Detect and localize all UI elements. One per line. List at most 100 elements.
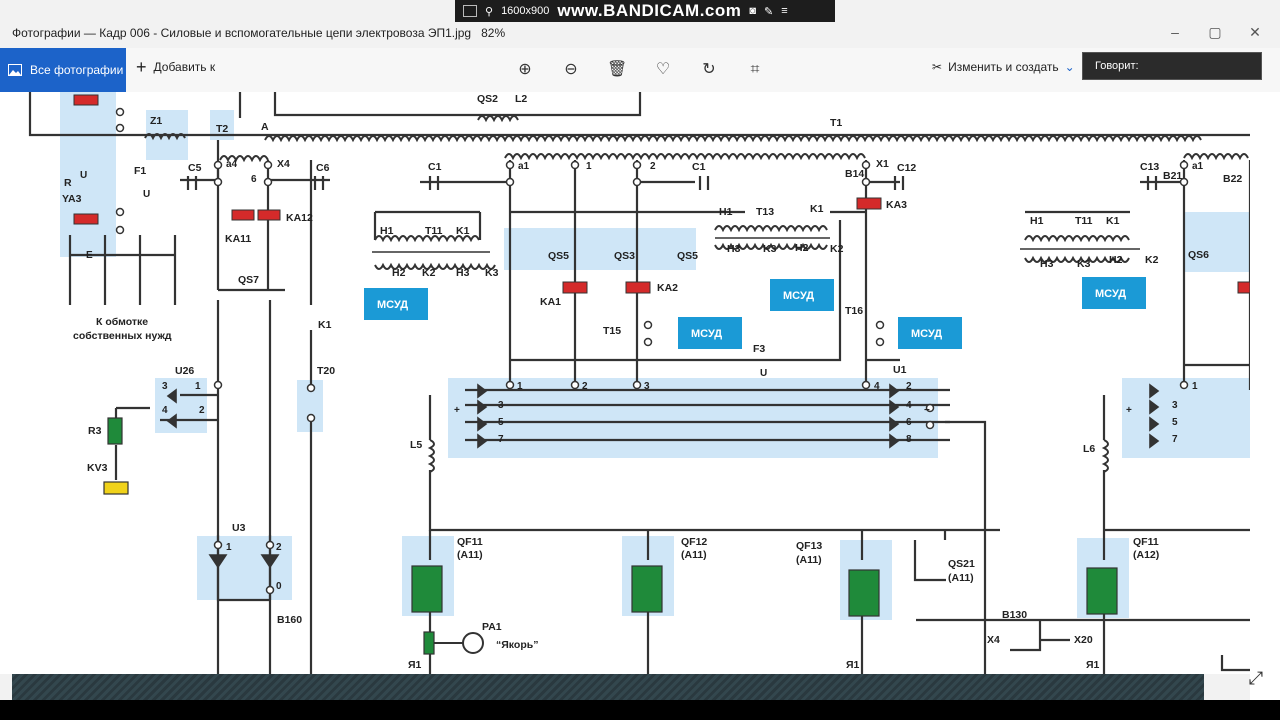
label-2: 2 [650,161,656,172]
label-row-4: 4 [906,400,912,411]
label-ka3: KA3 [886,199,907,211]
edit-create-button[interactable]: ✂ Изменить и создать ⌄ [932,60,1075,74]
label-qf13: QF13 [796,540,822,552]
zoom-in-icon[interactable]: ⊕ [518,61,532,78]
camera-icon[interactable]: ◙ [749,5,757,17]
label-k3-t13: K3 [763,243,777,255]
label-f3: F3 [753,343,765,355]
label-u26-4: 4 [162,405,168,416]
label-t1: T1 [830,117,842,129]
breakers [103,417,1118,655]
toolbar [0,48,1280,92]
label-k1-right: K1 [1106,215,1120,227]
bottom-border [0,700,1280,720]
label-h1: H1 [380,225,394,237]
right-gutter [1250,92,1280,700]
photos-icon [8,64,22,76]
label-u3: U3 [232,522,246,534]
label-ka12: KA12 [286,212,313,224]
label-x1: X1 [876,158,889,170]
label-b14: B14 [845,168,864,180]
label-right-plus: + [1126,405,1132,416]
label-row-7: 7 [498,434,504,445]
zoom-out-icon[interactable]: ⊖ [564,61,578,78]
label-c5: C5 [188,162,202,174]
label-minus: − [924,405,930,416]
msud-label: МСУД [783,290,814,302]
label-c12: C12 [897,162,916,174]
delete-icon[interactable]: 🗑 [607,61,628,78]
label-k2-t13: K2 [830,243,844,255]
label-a4: a4 [226,159,238,170]
recorder-bar: ⚲ 1600x900 www.BANDICAM.com ◙ ✎ ≡ [455,0,835,22]
label-k1: K1 [318,319,332,331]
label-qs3: QS3 [614,250,635,262]
label-ka1: KA1 [540,296,561,308]
photo-canvas[interactable]: МСУД МСУД МСУД МСУД МСУД QS2 L2 T1 Z1 A … [0,92,1250,674]
msud-label: МСУД [377,299,408,311]
menu-icon[interactable]: ≡ [781,5,788,17]
monitor-icon[interactable] [463,5,477,17]
close-icon[interactable]: ✕ [1249,24,1261,40]
pen-icon[interactable]: ✎ [764,5,774,18]
label-qf12-a11: (A11) [681,549,707,561]
contact-nodes [115,107,1189,595]
label-qf11-right: QF11 [1133,536,1159,548]
chevron-down-icon: ⌄ [1064,60,1075,74]
label-r3: R3 [88,425,102,437]
label-qs7: QS7 [238,274,259,286]
label-k2-right: K2 [1145,254,1159,266]
edit-icon: ✂ [932,60,943,74]
label-h2-right: H2 [1109,254,1123,266]
label-b160: B160 [277,614,302,626]
label-c13: C13 [1140,161,1159,173]
capacitors [186,176,1158,190]
label-qs21: QS21 [948,558,975,570]
maximize-icon[interactable]: ▢ [1208,24,1222,40]
crop-icon[interactable]: ⌗ [750,61,760,78]
label-h2: H2 [392,267,406,279]
label-right-1: 1 [1192,381,1198,392]
label-kv3: KV3 [87,462,108,474]
label-qf11: QF11 [457,536,483,548]
label-u-f3: U [760,368,767,379]
label-u3-0: 0 [276,581,282,592]
label-row-8: 8 [906,434,912,445]
label-b130: B130 [1002,609,1027,621]
all-photos-button[interactable]: Все фотографии [0,48,126,92]
plus-icon: + [136,57,147,77]
label-1: 1 [586,161,592,172]
add-to-button[interactable]: + Добавить к [136,57,216,77]
expand-icon[interactable]: ⤢ [1248,668,1264,688]
label-k3-right: K3 [1077,258,1091,270]
label-h3-right: H3 [1040,258,1054,270]
minimize-icon[interactable]: – [1171,24,1179,40]
label-k1b: K1 [456,225,470,237]
label-t2: T2 [216,123,228,135]
label-qf11-a11: (A11) [457,549,483,561]
label-bridge-4: 4 [874,381,880,392]
label-u26-3: 3 [162,381,168,392]
label-qs6: QS6 [1188,249,1209,261]
label-x4: X4 [277,158,290,170]
rotate-icon[interactable]: ↻ [702,61,716,78]
label-l6: L6 [1083,443,1095,455]
pin-icon[interactable]: ⚲ [485,5,494,18]
label-k1-t13: K1 [810,203,824,215]
favorite-icon[interactable]: ♡ [655,61,671,78]
label-row-3: 3 [498,400,504,411]
schematic-image: МСУД МСУД МСУД МСУД МСУД QS2 L2 T1 Z1 A … [28,92,1250,674]
label-f1: F1 [134,165,146,177]
label-h1-right: H1 [1030,215,1044,227]
label-h2-t13: H2 [795,242,809,254]
label-h1-t13: H1 [719,206,733,218]
filmstrip[interactable] [12,674,1204,700]
label-u-f1: U [143,189,150,200]
label-ya1-mid: Я1 [846,659,860,671]
label-t20: T20 [317,365,335,377]
label-x20: X20 [1074,634,1093,646]
label-u3-2: 2 [276,542,282,553]
speaks-popup: Говорит: [1082,52,1262,80]
label-6: 6 [251,174,257,185]
